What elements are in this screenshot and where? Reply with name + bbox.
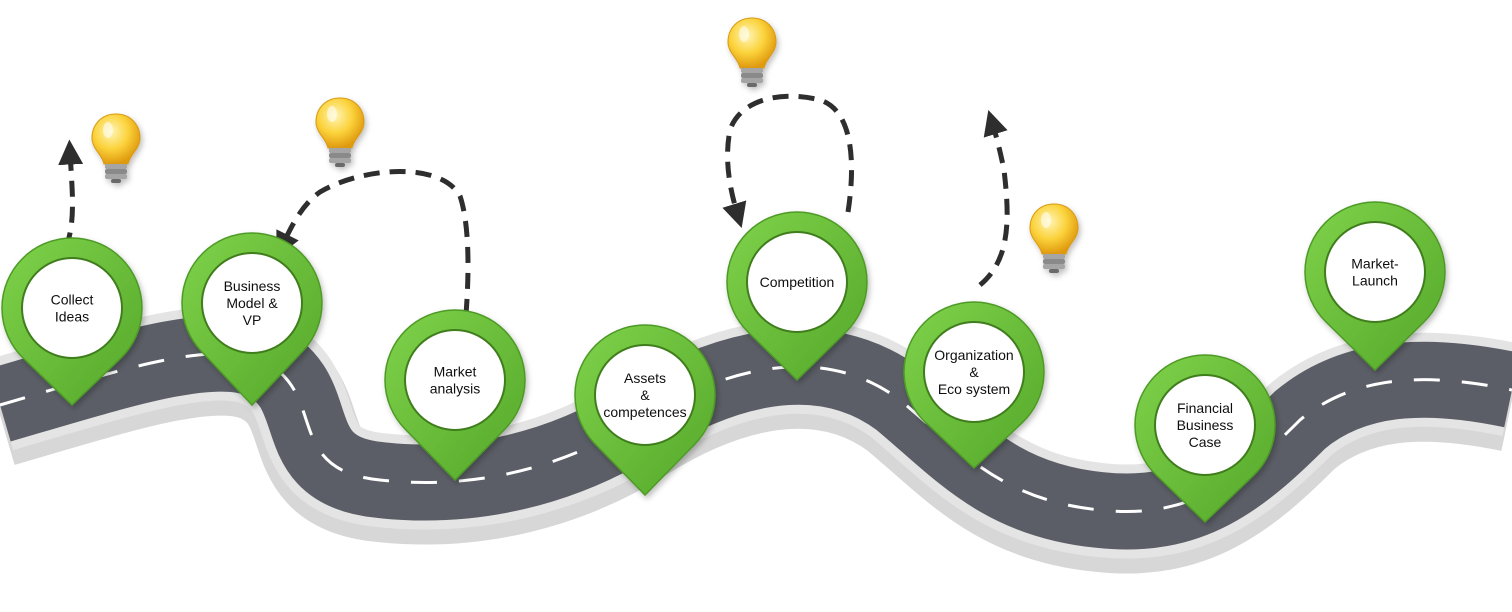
pin-label-line: analysis [430,381,481,397]
pin-label-line: Launch [1352,273,1398,289]
pin-assets-competences: Assets&competences [574,324,716,497]
pin-label-line: Ideas [55,309,89,325]
pin-label-circle [1154,374,1256,476]
light-bulb-icon [1029,203,1079,273]
pin-label-line: competences [603,404,686,420]
pin-label-circle [21,257,123,359]
dashed-arrow-icon [58,139,84,249]
pin-label-line: Organization [934,347,1013,363]
pin-organization: Organization&Eco system [903,301,1045,470]
pin-label-circle [201,252,303,354]
dashed-arrow-icon [978,110,1010,287]
pin-label-line: Business [1177,417,1234,433]
pin-market-launch: Market-Launch [1304,201,1446,372]
light-bulbs [91,17,1079,273]
pin-label-line: & [640,387,650,403]
pin-label-circle [746,231,848,333]
light-bulb-icon [727,17,777,87]
pin-label-line: Market [434,364,477,380]
pin-label-line: Case [1189,434,1222,450]
pin-label-circle [1324,221,1426,323]
pin-label-line: Assets [624,370,666,386]
pin-competition: Competition [726,211,868,382]
pin-label-line: Market- [1351,256,1399,272]
light-bulb-icon [91,113,141,183]
pin-label-line: Model & [226,295,278,311]
light-bulb-icon [315,97,365,167]
pin-label-line: Financial [1177,400,1233,416]
pin-label-line: Collect [51,292,94,308]
dashed-arrow-icon [722,93,854,228]
dashed-arrow-icon [276,169,471,316]
pin-label-line: Competition [760,274,835,290]
pin-label-circle [594,344,696,446]
pin-label-line: & [969,364,979,380]
pin-label-circle [923,321,1025,423]
pin-label-circle [404,329,506,431]
pin-label-line: Business [224,278,281,294]
pin-label-line: Eco system [938,381,1010,397]
pin-label-line: VP [243,312,262,328]
